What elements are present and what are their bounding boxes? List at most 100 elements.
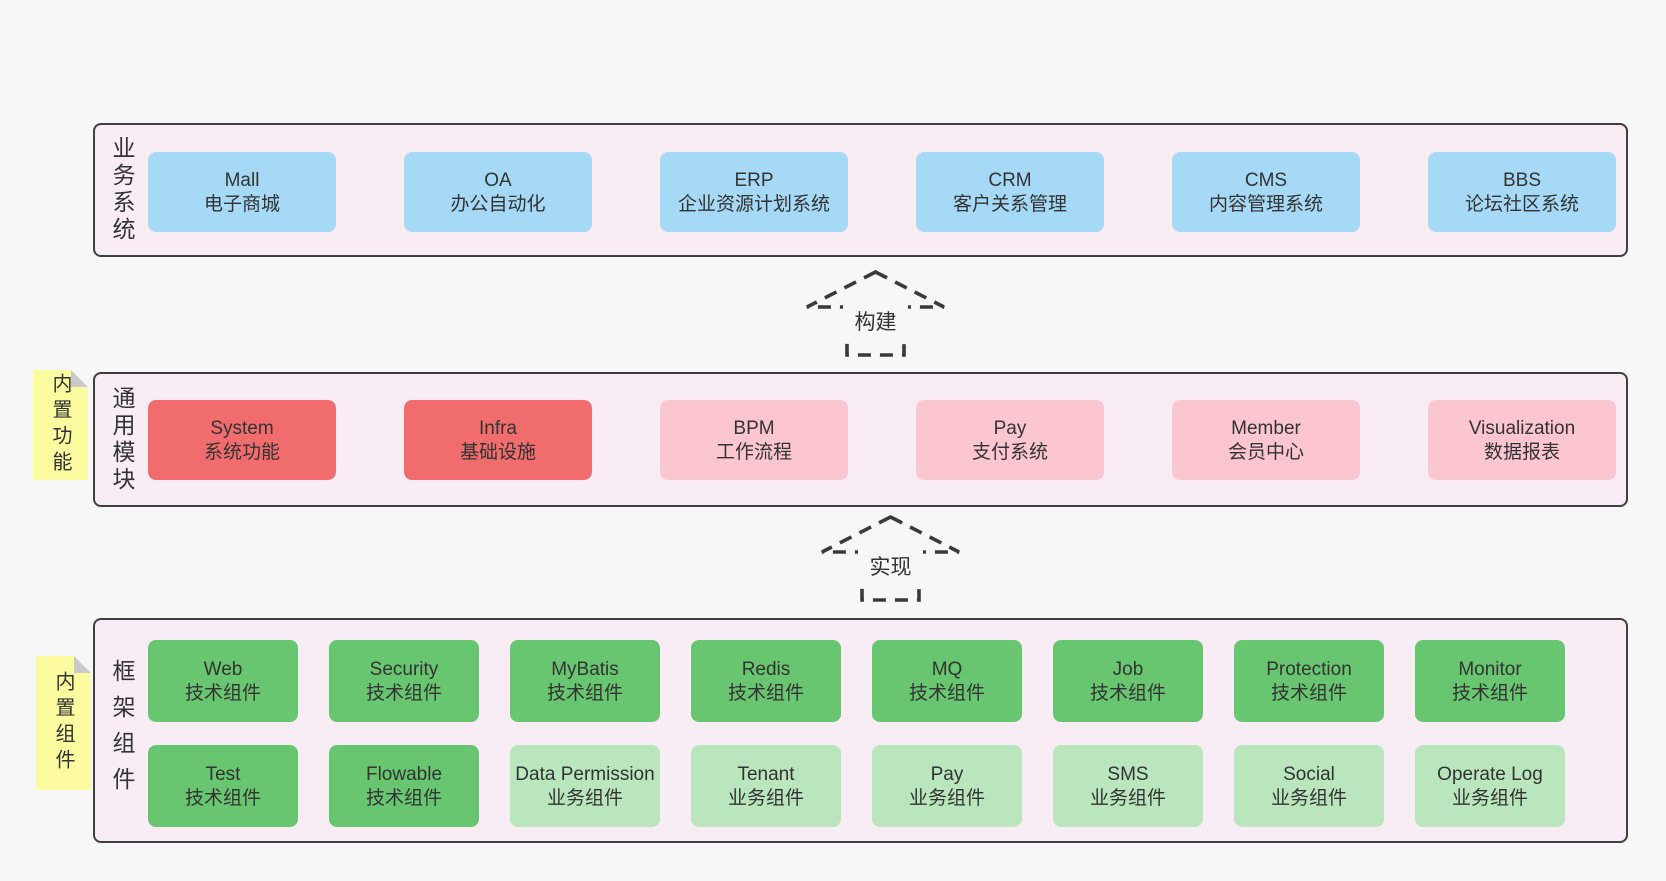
box-subtitle: 业务组件 xyxy=(1451,787,1528,809)
up-arrow-build: 构建 xyxy=(806,269,945,357)
box-tenant: Tenant 业务组件 xyxy=(691,745,841,827)
box-mall: Mall 电子商城 xyxy=(148,152,336,232)
box-subtitle: 企业资源计划系统 xyxy=(677,193,830,215)
box-mybatis: MyBatis 技术组件 xyxy=(510,640,660,722)
box-subtitle: 技术组件 xyxy=(1270,682,1347,704)
box-title: CRM xyxy=(988,169,1032,191)
box-title: Security xyxy=(369,658,439,680)
box-subtitle: 技术组件 xyxy=(727,682,804,704)
box-subtitle: 技术组件 xyxy=(1089,682,1166,704)
box-monitor: Monitor 技术组件 xyxy=(1415,640,1565,722)
box-title: Flowable xyxy=(365,763,443,785)
framework-components-row-2: Test 技术组件 Flowable 技术组件 Data Permission … xyxy=(148,745,1565,827)
sticky-note-built-in-features: 内置功能 xyxy=(33,370,88,480)
box-title: System xyxy=(210,417,274,439)
box-title: Operate Log xyxy=(1437,763,1543,785)
box-subtitle: 技术组件 xyxy=(184,682,261,704)
box-system: System 系统功能 xyxy=(148,400,336,480)
box-security: Security 技术组件 xyxy=(329,640,479,722)
box-subtitle: 论坛社区系统 xyxy=(1464,193,1579,215)
sticky-fold-corner xyxy=(71,370,88,387)
box-subtitle: 技术组件 xyxy=(365,787,442,809)
box-title: Pay xyxy=(930,763,964,785)
sticky-note-label: 内置功能 xyxy=(49,373,71,477)
box-test: Test 技术组件 xyxy=(148,745,298,827)
box-title: OA xyxy=(484,169,512,191)
box-sms: SMS 业务组件 xyxy=(1053,745,1203,827)
arrow-implement-label: 实现 xyxy=(870,556,912,579)
box-title: SMS xyxy=(1107,763,1149,785)
box-pay-biz: Pay 业务组件 xyxy=(872,745,1022,827)
box-subtitle: 业务组件 xyxy=(1089,787,1166,809)
arrow-label-backdrop xyxy=(843,305,908,336)
box-subtitle: 客户关系管理 xyxy=(952,193,1067,215)
box-crm: CRM 客户关系管理 xyxy=(916,152,1104,232)
box-pay: Pay 支付系统 xyxy=(916,400,1104,480)
box-job: Job 技术组件 xyxy=(1053,640,1203,722)
box-title: BPM xyxy=(733,417,775,439)
box-cms: CMS 内容管理系统 xyxy=(1172,152,1360,232)
box-title: Data Permission xyxy=(515,763,655,785)
box-social: Social 业务组件 xyxy=(1234,745,1384,827)
box-data-permission: Data Permission 业务组件 xyxy=(510,745,660,827)
box-subtitle: 技术组件 xyxy=(546,682,623,704)
box-bbs: BBS 论坛社区系统 xyxy=(1428,152,1616,232)
box-title: Pay xyxy=(993,417,1027,439)
framework-components-row-1: Web 技术组件 Security 技术组件 MyBatis 技术组件 Redi… xyxy=(148,640,1565,722)
box-member: Member 会员中心 xyxy=(1172,400,1360,480)
box-subtitle: 业务组件 xyxy=(727,787,804,809)
box-mq: MQ 技术组件 xyxy=(872,640,1022,722)
box-title: Protection xyxy=(1266,658,1352,680)
box-subtitle: 支付系统 xyxy=(971,441,1048,463)
box-title: Web xyxy=(203,658,243,680)
band-business-systems-label: 业务系统 xyxy=(109,136,135,244)
box-subtitle: 技术组件 xyxy=(908,682,985,704)
box-subtitle: 业务组件 xyxy=(1270,787,1347,809)
box-title: BBS xyxy=(1502,169,1542,191)
box-title: Job xyxy=(1112,658,1144,680)
box-flowable: Flowable 技术组件 xyxy=(329,745,479,827)
box-redis: Redis 技术组件 xyxy=(691,640,841,722)
arrow-build-label: 构建 xyxy=(855,311,897,334)
box-subtitle: 系统功能 xyxy=(203,441,280,463)
band-common-modules: 通用模块 System 系统功能 Infra 基础设施 BPM 工作流程 Pay… xyxy=(93,372,1628,507)
box-subtitle: 技术组件 xyxy=(365,682,442,704)
box-title: Tenant xyxy=(737,763,795,785)
box-erp: ERP 企业资源计划系统 xyxy=(660,152,848,232)
box-protection: Protection 技术组件 xyxy=(1234,640,1384,722)
common-modules-row: System 系统功能 Infra 基础设施 BPM 工作流程 Pay 支付系统… xyxy=(148,400,1616,480)
sticky-fold-corner xyxy=(74,656,91,673)
box-title: CMS xyxy=(1244,169,1288,191)
box-web: Web 技术组件 xyxy=(148,640,298,722)
box-subtitle: 技术组件 xyxy=(1451,682,1528,704)
box-oa: OA 办公自动化 xyxy=(404,152,592,232)
box-subtitle: 业务组件 xyxy=(908,787,985,809)
band-framework-components: 框架组件 Web 技术组件 Security 技术组件 MyBatis 技术组件… xyxy=(93,618,1628,843)
box-operate-log: Operate Log 业务组件 xyxy=(1415,745,1565,827)
sticky-note-label: 内置组件 xyxy=(52,671,74,775)
box-title: Infra xyxy=(478,417,518,439)
box-subtitle: 办公自动化 xyxy=(450,193,546,215)
band-framework-components-label: 框架组件 xyxy=(109,658,135,803)
box-subtitle: 工作流程 xyxy=(715,441,792,463)
box-title: Visualization xyxy=(1468,417,1576,439)
box-infra: Infra 基础设施 xyxy=(404,400,592,480)
box-subtitle: 技术组件 xyxy=(184,787,261,809)
box-title: Monitor xyxy=(1458,658,1522,680)
box-title: Test xyxy=(205,763,241,785)
business-systems-row: Mall 电子商城 OA 办公自动化 ERP 企业资源计划系统 CRM 客户关系… xyxy=(148,152,1616,232)
box-title: MyBatis xyxy=(551,658,619,680)
box-title: Redis xyxy=(741,658,791,680)
box-title: Member xyxy=(1231,417,1301,439)
band-business-systems: 业务系统 Mall 电子商城 OA 办公自动化 ERP 企业资源计划系统 CRM… xyxy=(93,123,1628,257)
up-arrow-implement: 实现 xyxy=(821,514,960,602)
box-title: ERP xyxy=(734,169,774,191)
box-title: Social xyxy=(1283,763,1335,785)
box-subtitle: 基础设施 xyxy=(459,441,536,463)
box-visualization: Visualization 数据报表 xyxy=(1428,400,1616,480)
sticky-note-built-in-components: 内置组件 xyxy=(36,656,91,790)
box-title: Mall xyxy=(224,169,260,191)
box-bpm: BPM 工作流程 xyxy=(660,400,848,480)
box-subtitle: 数据报表 xyxy=(1483,441,1560,463)
box-subtitle: 会员中心 xyxy=(1227,441,1304,463)
